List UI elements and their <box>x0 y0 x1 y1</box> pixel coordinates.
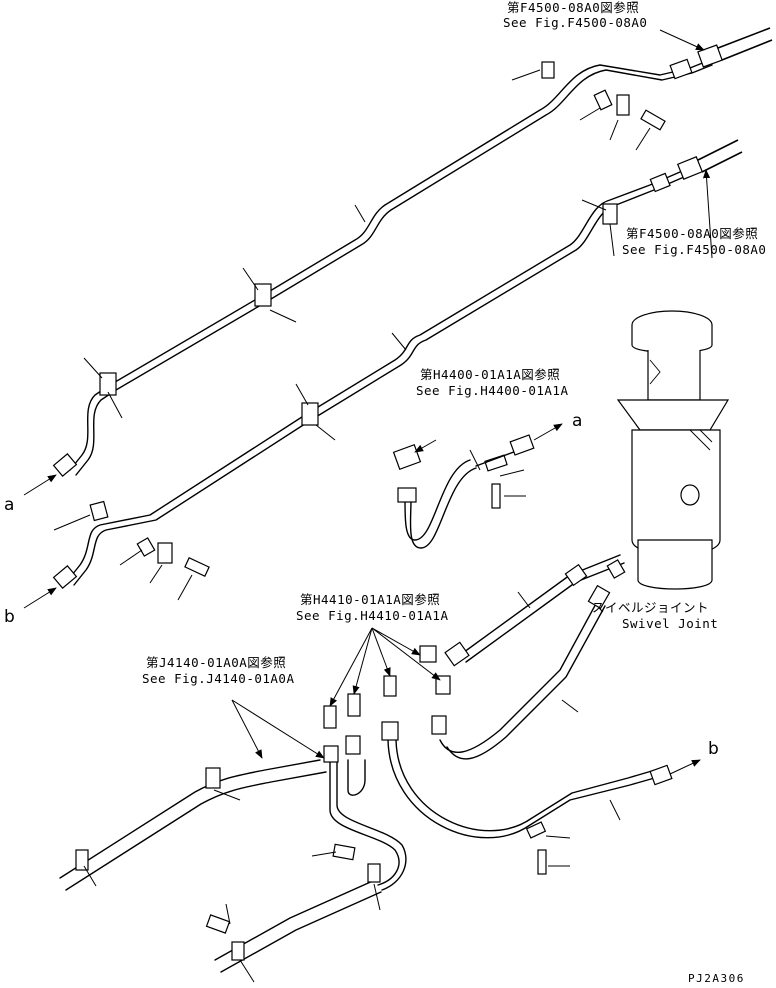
loose-clamp-parts <box>89 89 666 577</box>
connection-mark-a-right: a <box>572 411 582 431</box>
clamp <box>254 283 272 307</box>
connection-mark-a-left: a <box>4 495 14 515</box>
upper-pipe-assembly <box>52 27 773 477</box>
h4410-fittings <box>323 627 451 729</box>
lower-hoses <box>323 721 701 891</box>
middle-pipe-assembly <box>52 139 743 589</box>
ref-f4500-top-jp: 第F4500-08A0図参照 <box>507 0 639 15</box>
ref-h4400-jp: 第H4400-01A1A図参照 <box>420 367 560 382</box>
connection-mark-b-left: b <box>4 607 15 627</box>
ref-h4410-jp: 第H4410-01A1A図参照 <box>300 592 440 607</box>
clamp <box>99 372 117 396</box>
ref-f4500-top-en: See Fig.F4500-08A0 <box>503 15 647 30</box>
ref-j4140-en: See Fig.J4140-01A0A <box>142 671 295 686</box>
ref-h4400-en: See Fig.H4400-01A1A <box>416 383 569 398</box>
ref-f4500-mid-jp: 第F4500-08A0図参照 <box>626 226 758 241</box>
clamp <box>301 402 319 426</box>
leader-lines <box>53 69 651 601</box>
connection-mark-b-right: b <box>708 739 719 759</box>
ref-f4500-mid-en: See Fig.F4500-08A0 <box>622 242 766 257</box>
swivel-joint-label-en: Swivel Joint <box>622 616 718 631</box>
clamp <box>541 61 555 79</box>
swivel-joint-label-jp: スイベルジョイント <box>592 600 709 615</box>
j4140-tubes <box>59 699 382 983</box>
swivel-hoses <box>431 554 626 760</box>
ref-h4410-en: See Fig.H4410-01A1A <box>296 608 449 623</box>
ref-j4140-jp: 第J4140-01A0A図参照 <box>146 655 286 670</box>
h4400-hose-assembly <box>392 423 563 549</box>
drawing-code: PJ2A306 <box>688 972 745 985</box>
swivel-joint <box>616 310 730 590</box>
clamp <box>602 203 618 225</box>
